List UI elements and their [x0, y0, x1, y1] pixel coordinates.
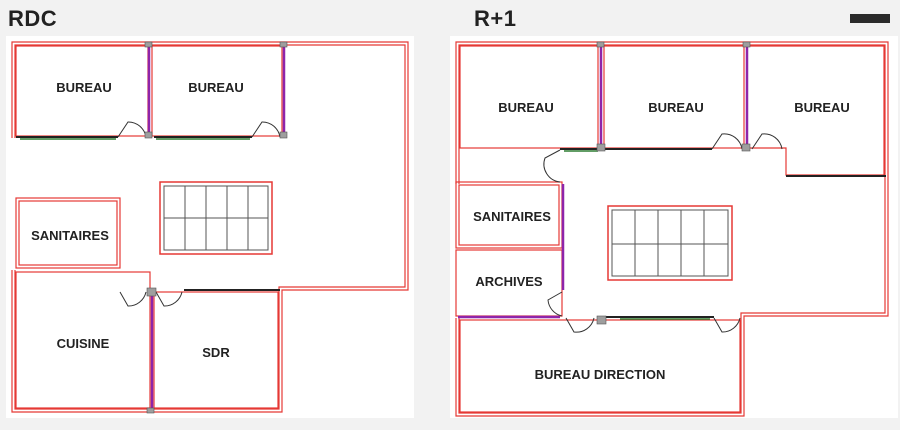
floor-title-rdc: RDC	[8, 6, 58, 31]
staircase-rdc	[159, 181, 273, 255]
outer-wall	[455, 41, 889, 417]
pillars	[144, 41, 288, 414]
room-label-bureau-2: BUREAU	[188, 80, 244, 95]
partitions	[147, 45, 286, 410]
room-label-sanitaires: SANITAIRES	[31, 228, 109, 243]
room-outline-bureau-1	[459, 45, 599, 149]
floor-title-r1: R+1	[474, 6, 517, 31]
room-label-archives: ARCHIVES	[475, 274, 543, 289]
outer-wall	[11, 41, 409, 413]
room-outline-sanitaires	[15, 197, 121, 269]
room-label-bureau-direction: BUREAU DIRECTION	[535, 367, 666, 382]
interior-walls	[16, 136, 280, 291]
room-label-sanitaires: SANITAIRES	[473, 209, 551, 224]
partitions	[458, 45, 749, 319]
door-swings	[543, 133, 783, 333]
room-outline-sdr	[153, 291, 279, 409]
floor-plan-r1: BUREAU BUREAU BUREAU SANITAIRES ARCHIVES…	[450, 36, 898, 418]
room-label-bureau-3: BUREAU	[794, 100, 850, 115]
scale-bar	[850, 14, 890, 23]
staircase-r1	[607, 205, 733, 281]
room-label-bureau-1: BUREAU	[56, 80, 112, 95]
pillars	[596, 41, 751, 325]
thresholds	[564, 150, 710, 320]
room-label-bureau-1: BUREAU	[498, 100, 554, 115]
floor-plan-rdc: BUREAU BUREAU SANITAIRES CUISINE SDR	[6, 36, 414, 418]
room-label-cuisine: CUISINE	[57, 336, 110, 351]
room-label-sdr: SDR	[202, 345, 230, 360]
room-outline-cuisine	[15, 271, 151, 409]
interior-walls	[560, 148, 886, 318]
room-label-bureau-2: BUREAU	[648, 100, 704, 115]
